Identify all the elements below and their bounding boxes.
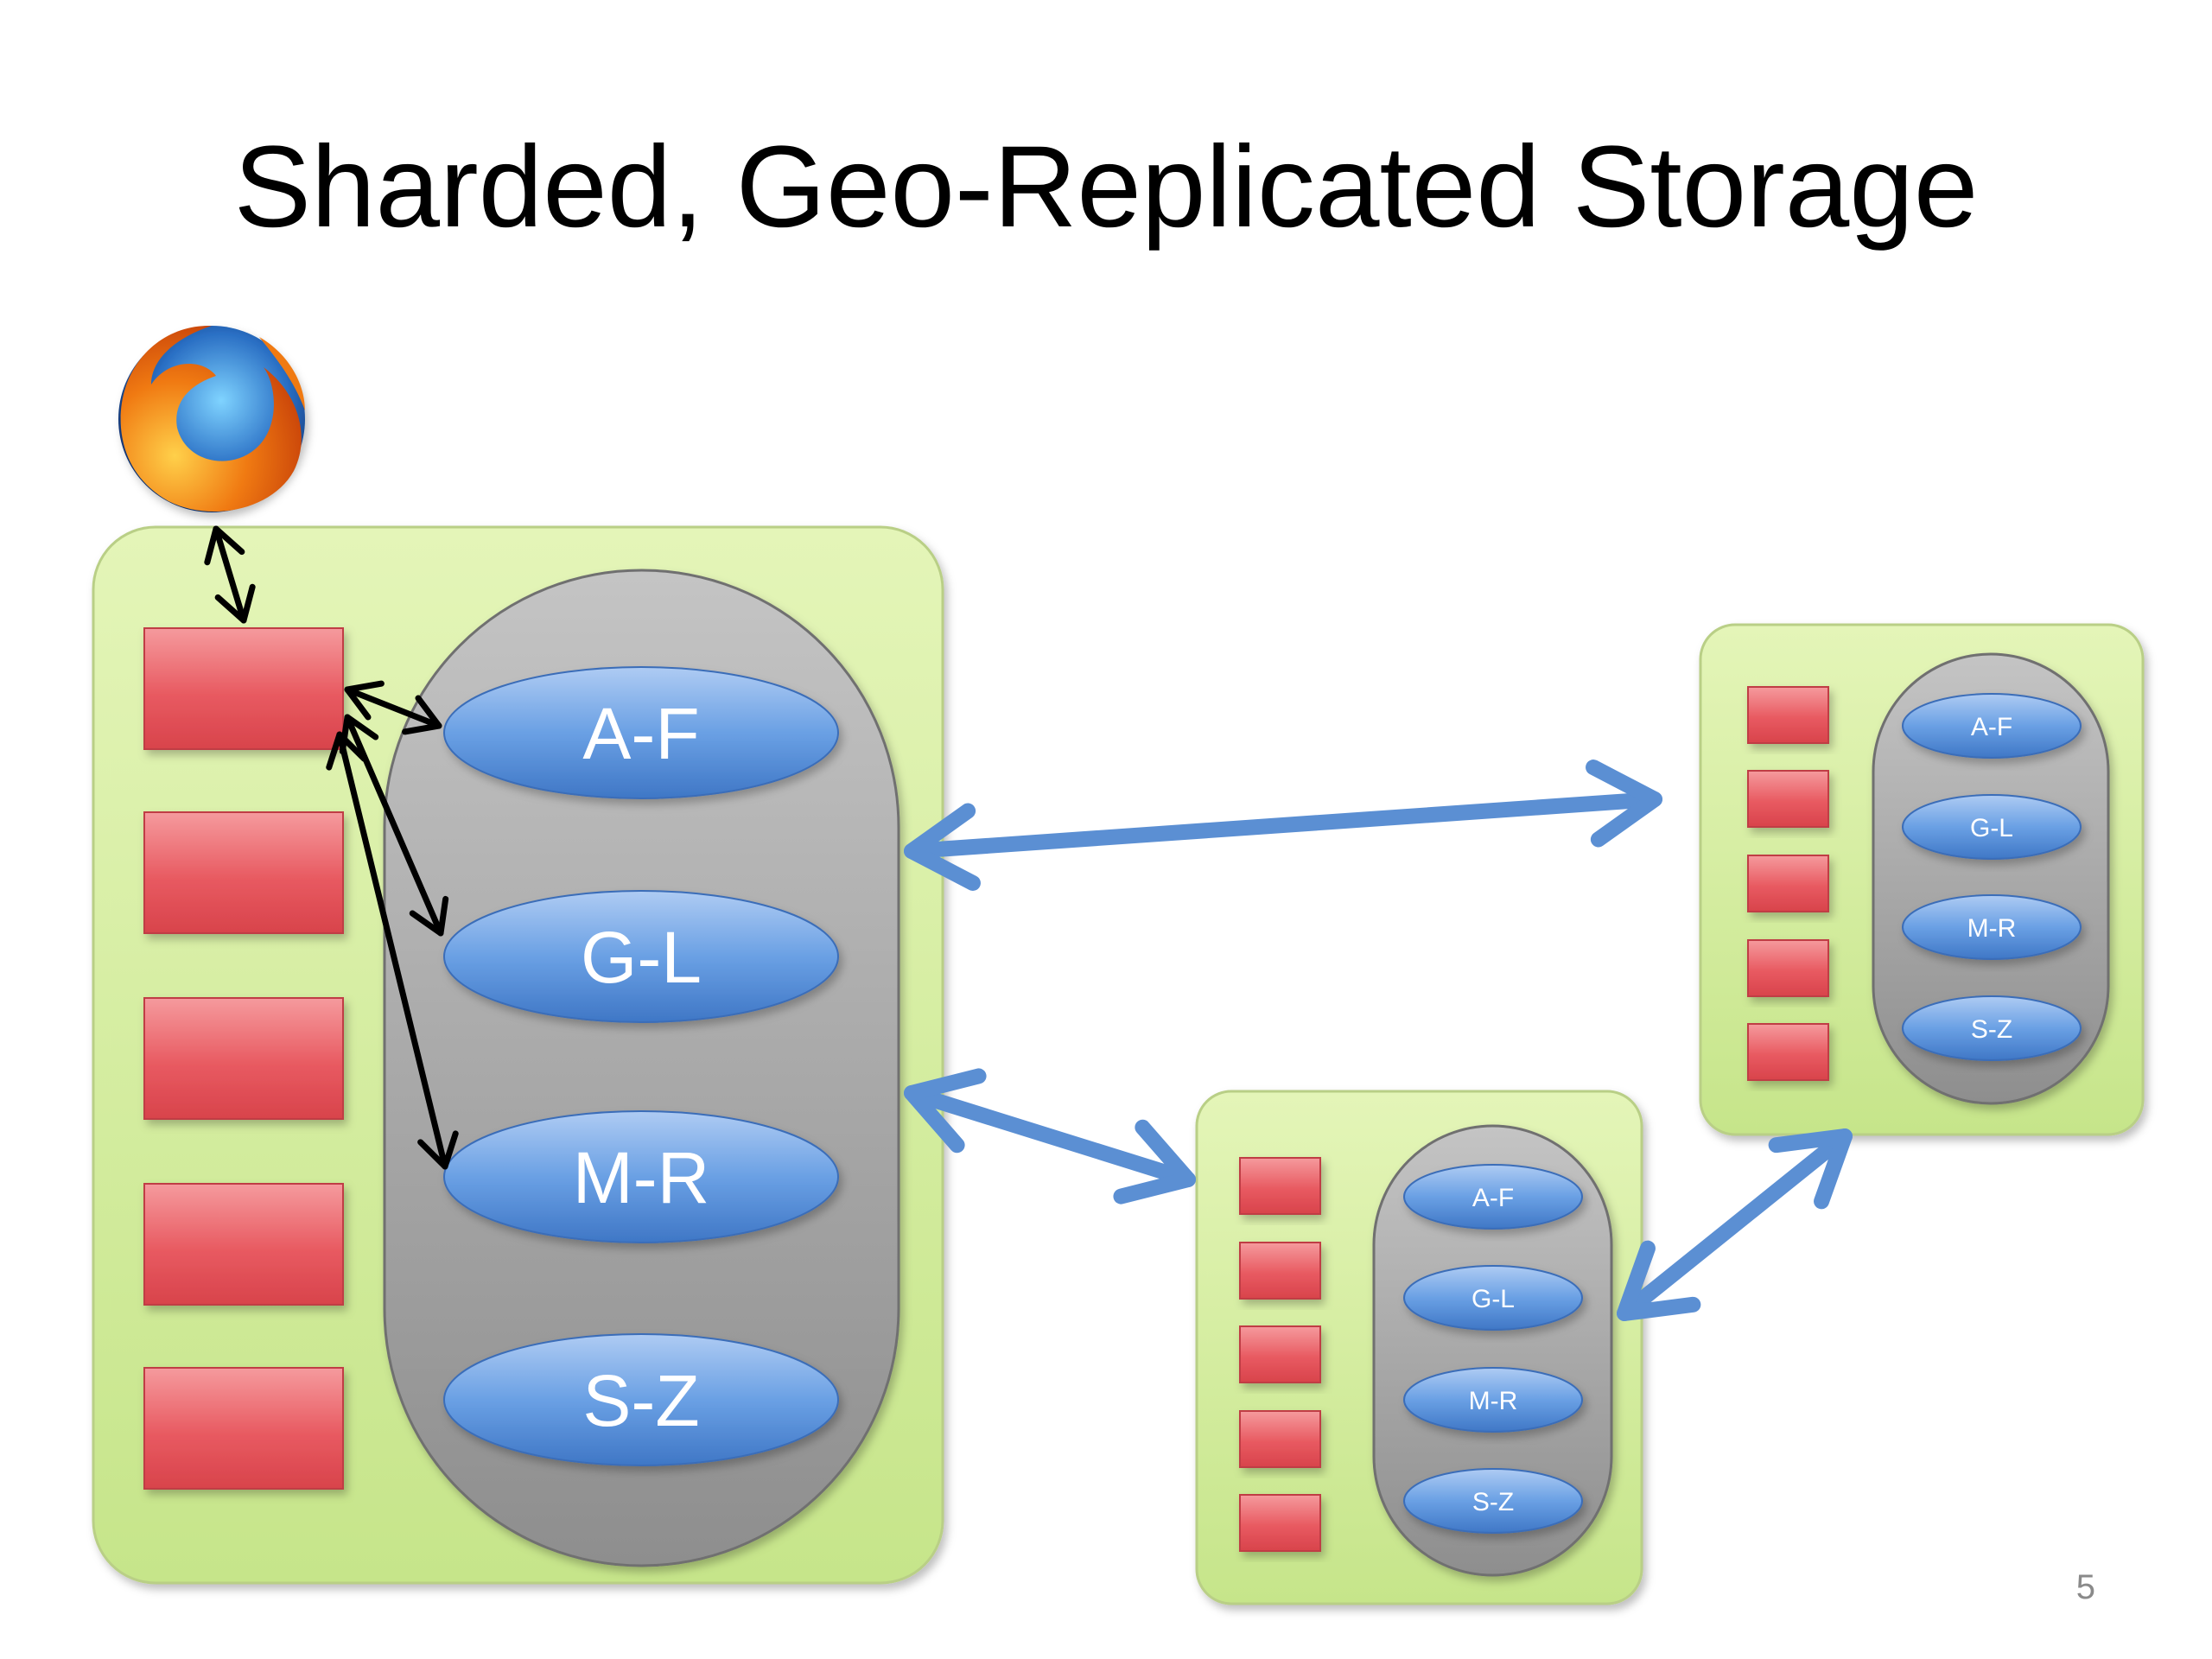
shard-a-f: A-F: [1403, 1164, 1583, 1230]
frontend-server: [143, 1183, 344, 1306]
frontend-server: [1239, 1242, 1321, 1300]
shard-m-r: M-R: [1403, 1367, 1583, 1433]
replication-arrow-main-to-bottom: [904, 1068, 1196, 1205]
frontend-server: [1239, 1325, 1321, 1383]
frontend-server: [1239, 1494, 1321, 1552]
frontend-server: [143, 627, 344, 750]
frontend-server: [143, 811, 344, 934]
datacenter-top-right: A-F G-L M-R S-Z: [1699, 623, 2145, 1136]
frontend-server: [1747, 1023, 1829, 1081]
frontend-server: [143, 1367, 344, 1490]
shard-label: S-Z: [1971, 1015, 2012, 1044]
datacenter-main: A-F G-L M-R S-Z: [92, 525, 944, 1585]
client-arrows: [204, 525, 459, 1170]
shard-g-l: G-L: [1403, 1265, 1583, 1331]
frontend-server: [1239, 1410, 1321, 1468]
shard-s-z: S-Z: [1403, 1468, 1583, 1534]
shard-label: G-L: [1970, 814, 2013, 842]
client-arrow-server-to-mr: [326, 731, 459, 1170]
datacenter-bottom-right: A-F G-L M-R S-Z: [1195, 1090, 1643, 1605]
shard-label: S-Z: [1472, 1488, 1514, 1516]
shard-s-z: S-Z: [443, 1333, 839, 1466]
frontend-server: [1747, 686, 1829, 744]
shard-label: S-Z: [582, 1360, 699, 1441]
storage-cluster: [1872, 652, 2110, 1105]
shard-label: G-L: [1471, 1285, 1515, 1313]
shard-a-f: A-F: [1902, 693, 2082, 759]
shard-g-l: G-L: [443, 890, 839, 1023]
frontend-server: [1747, 770, 1829, 828]
firefox-browser-icon: [118, 325, 305, 512]
shard-m-r: M-R: [443, 1110, 839, 1243]
frontend-server: [1747, 939, 1829, 997]
replication-arrow-main-to-top: [904, 760, 1662, 891]
client-arrow-browser-to-server: [204, 525, 256, 624]
shard-g-l: G-L: [1902, 794, 2082, 860]
shard-label: A-F: [1971, 713, 2012, 741]
shard-s-z: S-Z: [1902, 995, 2082, 1061]
client-arrow-server-to-af: [344, 680, 442, 735]
shard-a-f: A-F: [443, 666, 839, 799]
frontend-server: [1239, 1157, 1321, 1215]
storage-cluster: [1372, 1124, 1613, 1577]
slide-number: 5: [2075, 1568, 2095, 1606]
shard-label: M-R: [573, 1137, 710, 1218]
shard-label: M-R: [1967, 914, 2017, 943]
replication-arrows: [904, 760, 1853, 1321]
shard-label: G-L: [581, 917, 702, 998]
shard-label: M-R: [1469, 1387, 1518, 1415]
slide-title: Sharded, Geo-Replicated Storage: [233, 123, 1979, 251]
shard-label: A-F: [582, 693, 699, 774]
shard-m-r: M-R: [1902, 894, 2082, 960]
storage-cluster: [383, 569, 900, 1567]
replication-arrow-bottom-to-top: [1617, 1128, 1853, 1321]
shard-label: A-F: [1472, 1184, 1514, 1212]
frontend-server: [1747, 855, 1829, 912]
frontend-server: [143, 997, 344, 1120]
